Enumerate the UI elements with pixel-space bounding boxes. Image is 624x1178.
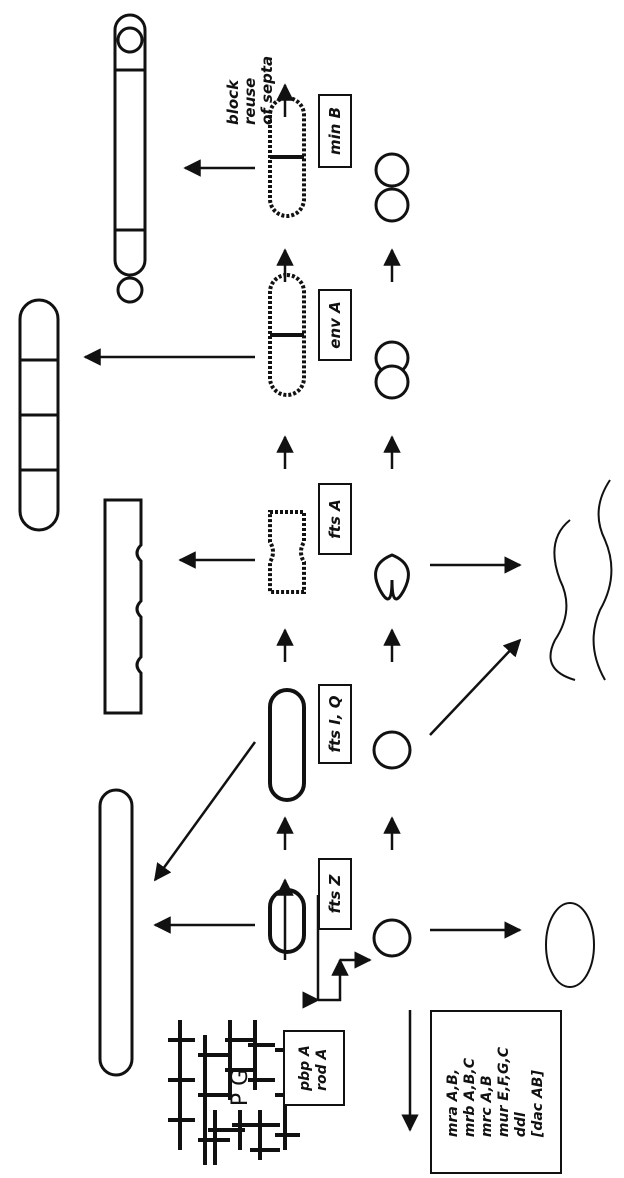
label-env-a: env A bbox=[326, 301, 344, 349]
pbp-rod-stack: pbp A rod A bbox=[297, 1045, 331, 1091]
label-rod-a: rod A bbox=[314, 1048, 330, 1091]
filament-cells bbox=[18, 13, 147, 1077]
synthesis-gene-stack: mra A,B, mrb A,B,C mrc A,B mur E,F,G,C d… bbox=[445, 1047, 547, 1137]
note-line-3: of septa bbox=[258, 55, 276, 125]
label-box-fts-z: fts Z bbox=[318, 858, 352, 930]
label-box-synthesis-genes: mra A,B, mrb A,B,C mrc A,B mur E,F,G,C d… bbox=[430, 1010, 562, 1174]
label-fts-z: fts Z bbox=[326, 874, 344, 914]
label-min-b: min B bbox=[326, 106, 344, 156]
note-line-1: block bbox=[224, 79, 242, 125]
gene-ddl: ddl bbox=[513, 1112, 529, 1138]
label-box-fts-i-q: fts I, Q bbox=[318, 684, 352, 764]
gene-dac: [dac AB] bbox=[530, 1070, 546, 1138]
label-box-env-a: env A bbox=[318, 289, 352, 361]
block-reuse-note: block reuse of septa bbox=[224, 15, 285, 125]
spherical-cells bbox=[372, 152, 412, 958]
label-pbp-a: pbp A bbox=[297, 1045, 313, 1091]
label-box-fts-a: fts A bbox=[318, 483, 352, 555]
gene-mur: mur E,F,G,C bbox=[496, 1046, 512, 1138]
arrows bbox=[83, 83, 522, 1132]
aberrant-shapes bbox=[545, 479, 613, 988]
pg-label: P G bbox=[228, 1068, 254, 1107]
note-line-2: reuse bbox=[241, 77, 259, 125]
gene-mrc: mrc A,B bbox=[479, 1075, 495, 1138]
label-box-pbp-rod: pbp A rod A bbox=[283, 1030, 345, 1106]
label-fts-a: fts A bbox=[326, 499, 344, 539]
gene-mrb: mrb A,B,C bbox=[462, 1058, 478, 1138]
label-box-min-b: min B bbox=[318, 94, 352, 168]
label-fts-i-q: fts I, Q bbox=[326, 695, 344, 753]
rod-cells bbox=[268, 96, 306, 954]
gene-mra: mra A,B, bbox=[445, 1068, 461, 1138]
